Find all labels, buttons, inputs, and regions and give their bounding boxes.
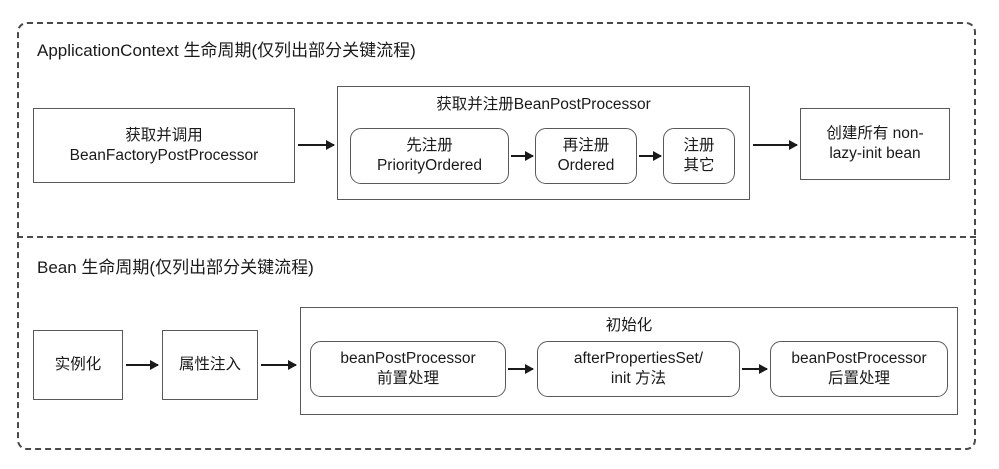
arrow-instantiate-to-populate <box>126 360 159 370</box>
node-create-all-non-lazy-init-bean: 创建所有 non- lazy-init bean <box>800 108 950 180</box>
group-label-get-register-bean-post-processor: 获取并注册BeanPostProcessor <box>436 96 651 113</box>
arrow-priority-ordered-to-ordered <box>511 151 534 161</box>
node-register-priority-ordered: 先注册 PriorityOrdered <box>350 128 509 184</box>
arrow-ordered-to-others <box>639 151 662 161</box>
node-label: 获取并调用 BeanFactoryPostProcessor <box>69 126 259 164</box>
node-bean-post-processor-after: beanPostProcessor 后置处理 <box>770 341 948 397</box>
node-label: afterPropertiesSet/ init 方法 <box>573 350 704 387</box>
arrow-populate-to-initialization <box>261 360 297 370</box>
group-label-initialization: 初始化 <box>605 317 653 334</box>
node-label: 属性注入 <box>178 356 241 373</box>
node-bean-post-processor-before: beanPostProcessor 前置处理 <box>310 341 506 397</box>
node-label: 再注册 Ordered <box>557 137 615 174</box>
node-after-properties-set-init-method: afterPropertiesSet/ init 方法 <box>537 341 740 397</box>
node-register-ordered: 再注册 Ordered <box>535 128 637 184</box>
section-title-application-context: ApplicationContext 生命周期(仅列出部分关键流程) <box>37 41 416 60</box>
arrow-bpp-group-to-create-beans <box>753 140 798 150</box>
arrow-bpp-before-to-after-properties-set <box>508 364 534 374</box>
node-label: 注册 其它 <box>683 137 715 174</box>
node-label: 实例化 <box>54 356 102 373</box>
node-label: beanPostProcessor 后置处理 <box>791 350 927 387</box>
section-title-bean-lifecycle: Bean 生命周期(仅列出部分关键流程) <box>37 258 314 277</box>
node-register-others: 注册 其它 <box>663 128 735 184</box>
node-instantiate: 实例化 <box>33 330 123 400</box>
node-label: 先注册 PriorityOrdered <box>376 137 483 174</box>
node-label: 创建所有 non- lazy-init bean <box>826 125 924 162</box>
node-get-call-bean-factory-post-processor: 获取并调用 BeanFactoryPostProcessor <box>33 108 295 183</box>
section-divider-dashed-line <box>17 236 976 238</box>
arrow-after-properties-set-to-bpp-after <box>742 364 768 374</box>
node-populate-properties: 属性注入 <box>162 330 258 400</box>
node-label: beanPostProcessor 前置处理 <box>340 350 476 387</box>
arrow-bfpp-to-bpp-group <box>298 140 335 150</box>
